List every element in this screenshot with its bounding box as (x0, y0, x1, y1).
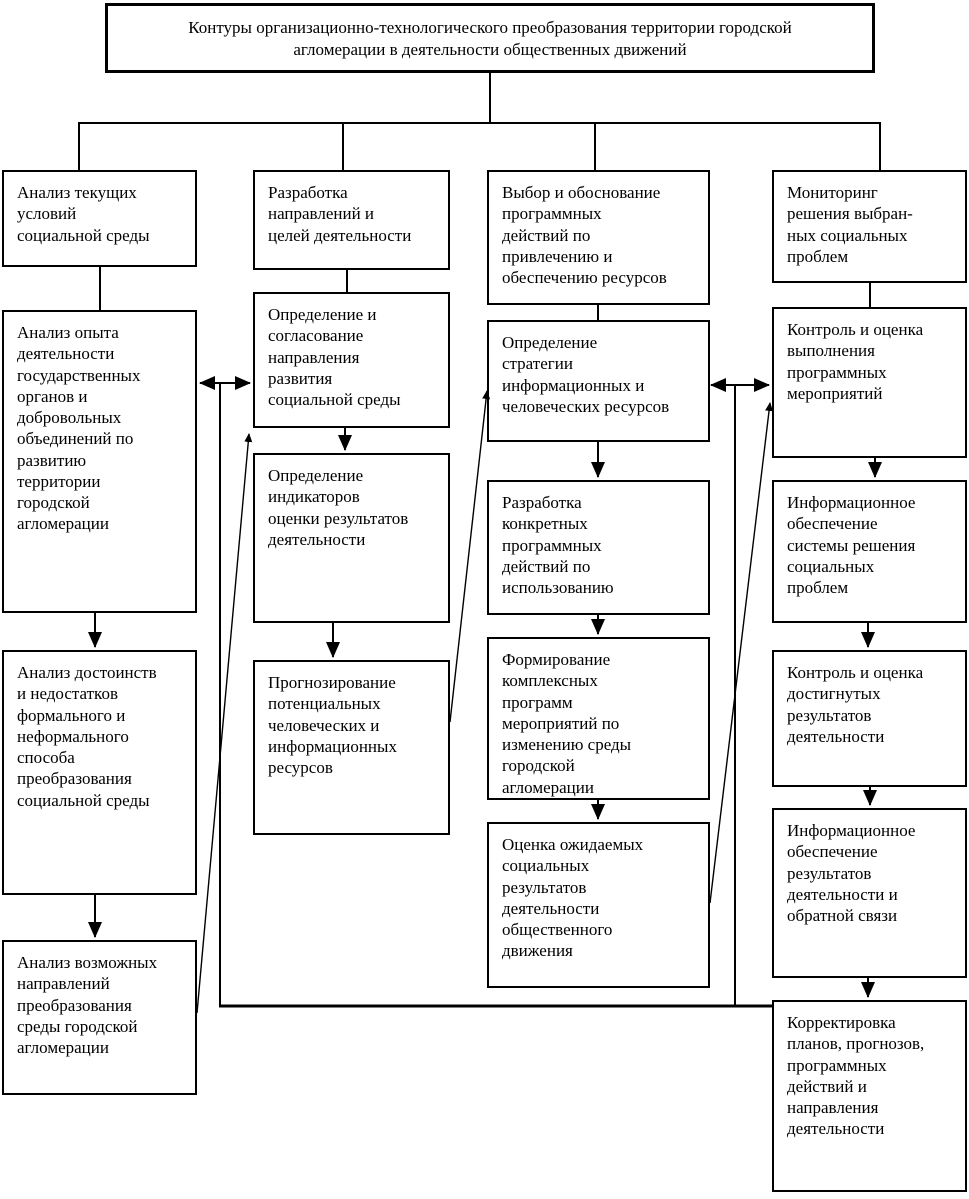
box-label: Контроль и оценка выполнения программных… (787, 320, 924, 403)
box-label: Определение и согласование направления р… (268, 305, 401, 409)
box-definition-coordination-direction: Определение и согласование направления р… (253, 292, 450, 428)
box-control-evaluation-implementation: Контроль и оценка выполнения программных… (772, 307, 967, 458)
title-box: Контуры организационно-технологического … (105, 3, 875, 73)
box-label: Определение стратегии информационных и ч… (502, 333, 670, 416)
box-label: Информационное обеспечение системы решен… (787, 493, 916, 597)
box-label: Разработка направлений и целей деятельно… (268, 183, 412, 245)
box-label: Определение индикаторов оценки результат… (268, 466, 409, 549)
box-adjustment-plans: Корректировка планов, прогнозов, програм… (772, 1000, 967, 1192)
box-development-specific-actions: Разработка конкретных программных действ… (487, 480, 710, 615)
title-text: Контуры организационно-технологического … (188, 18, 792, 60)
box-definition-indicators: Определение индикаторов оценки результат… (253, 453, 450, 623)
box-analysis-pros-cons: Анализ достоинств и недостатков формальн… (2, 650, 197, 895)
box-label: Разработка конкретных программных действ… (502, 493, 614, 597)
box-development-directions-goals: Разработка направлений и целей деятельно… (253, 170, 450, 270)
box-monitoring-problems: Мониторинг решения выбран- ных социальны… (772, 170, 967, 283)
box-strategy-definition: Определение стратегии информационных и ч… (487, 320, 710, 442)
box-label: Мониторинг решения выбран- ных социальны… (787, 183, 913, 266)
box-control-evaluation-results: Контроль и оценка достигнутых результато… (772, 650, 967, 787)
box-label: Информационное обеспечение результатов д… (787, 821, 916, 925)
box-label: Формирование комплексных программ меропр… (502, 650, 632, 797)
box-label: Контроль и оценка достигнутых результато… (787, 663, 924, 746)
box-formation-complex-programs: Формирование комплексных программ меропр… (487, 637, 710, 800)
box-label: Выбор и обоснование программных действий… (502, 183, 667, 287)
box-analysis-current-conditions: Анализ текущих условий социальной среды (2, 170, 197, 267)
fanout-lines (78, 73, 881, 171)
box-forecasting-resources: Прогнозирование потенциальных человеческ… (253, 660, 450, 835)
box-label: Анализ возможных направлений преобразова… (17, 953, 158, 1057)
box-assessment-expected-results: Оценка ожидаемых социальных результатов … (487, 822, 710, 988)
box-label: Анализ текущих условий социальной среды (17, 183, 150, 245)
box-label: Анализ опыта деятельности государственны… (17, 323, 141, 534)
box-label: Прогнозирование потенциальных человеческ… (268, 673, 397, 777)
box-analysis-possible-directions: Анализ возможных направлений преобразова… (2, 940, 197, 1095)
box-information-support-system: Информационное обеспечение системы решен… (772, 480, 967, 623)
box-information-support-feedback: Информационное обеспечение результатов д… (772, 808, 967, 978)
box-label: Оценка ожидаемых социальных результатов … (502, 835, 644, 961)
box-selection-justification-actions: Выбор и обоснование программных действий… (487, 170, 710, 305)
box-label: Корректировка планов, прогнозов, програм… (787, 1013, 925, 1139)
box-label: Анализ достоинств и недостатков формальн… (17, 663, 157, 810)
box-analysis-experience: Анализ опыта деятельности государственны… (2, 310, 197, 613)
